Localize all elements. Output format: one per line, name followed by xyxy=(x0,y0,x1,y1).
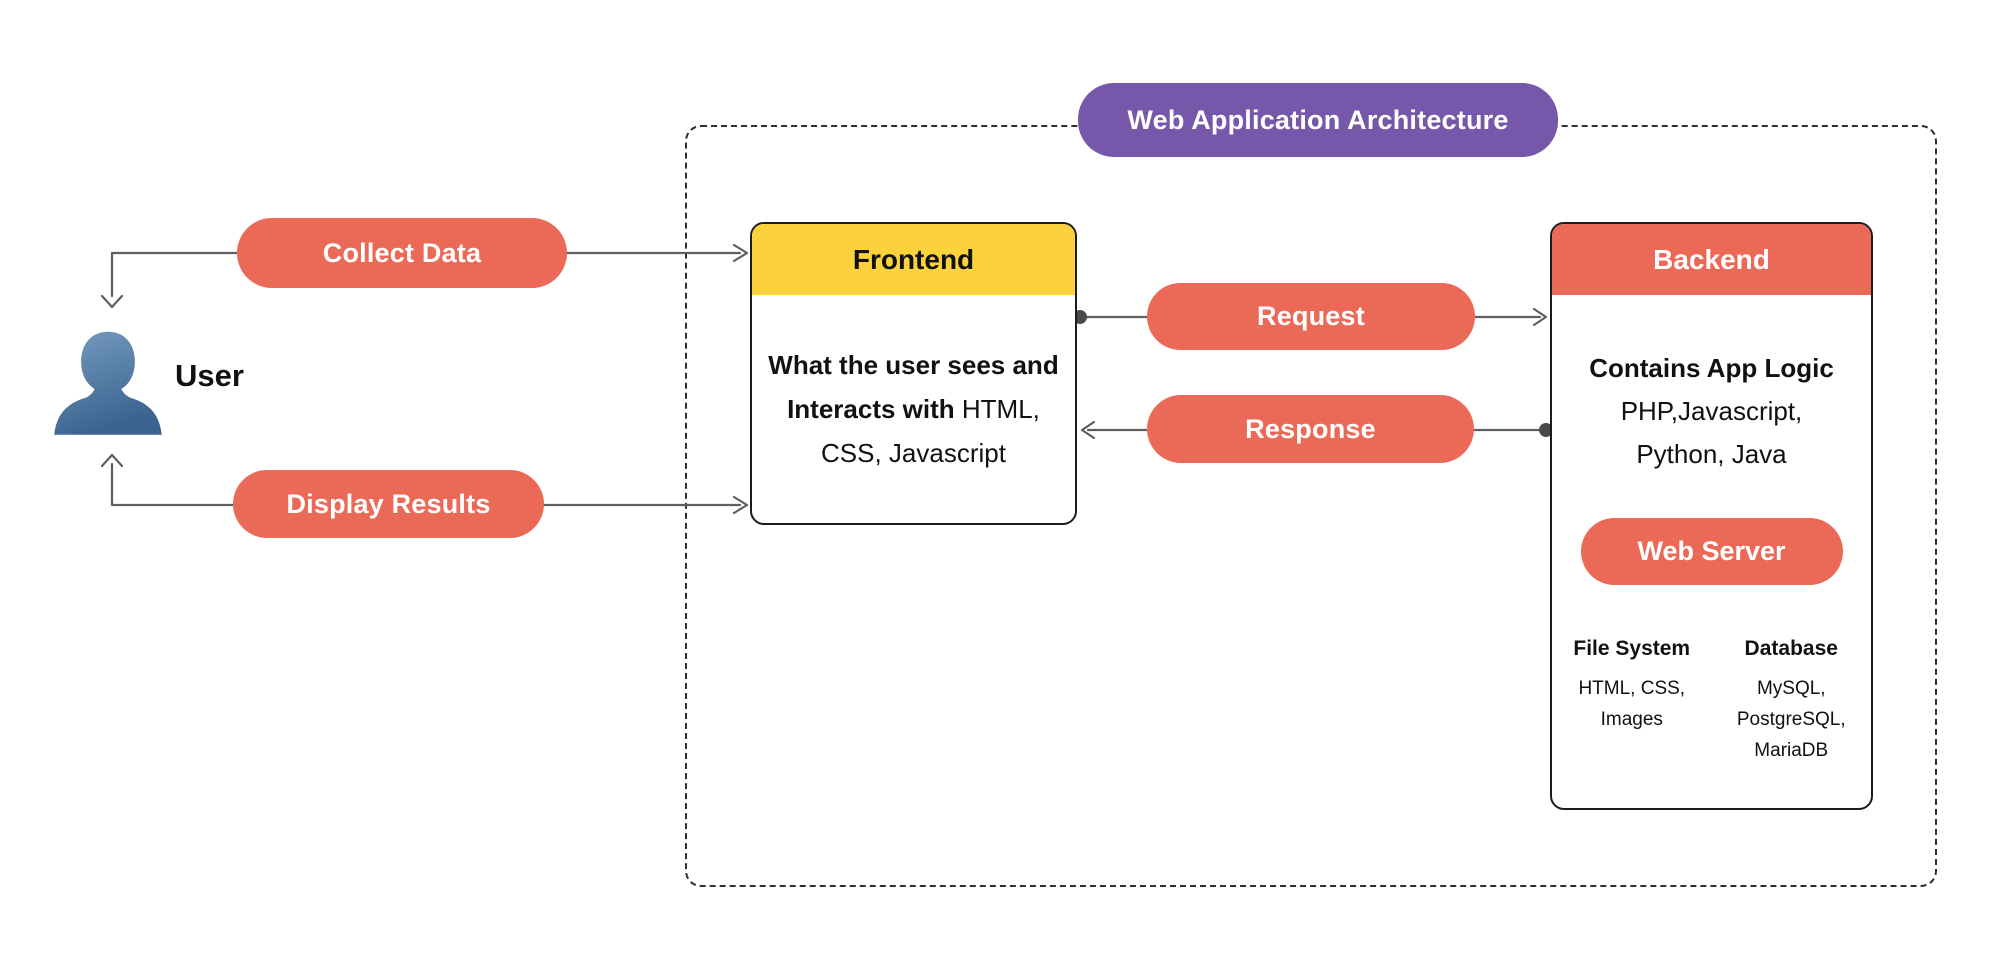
web-server-pill: Web Server xyxy=(1580,518,1843,585)
frontend-desc-line2-bold: Interacts with xyxy=(787,394,955,424)
backend-title: Backend xyxy=(1653,243,1770,275)
arrow-right-icon xyxy=(732,495,749,515)
frontend-header: Frontend xyxy=(752,224,1075,295)
display-results-label: Display Results xyxy=(286,488,491,519)
web-server-label: Web Server xyxy=(1637,536,1786,566)
file-system-column: File System HTML, CSS, Images xyxy=(1552,637,1712,766)
file-system-heading: File System xyxy=(1573,637,1691,660)
diagram-title: Web Application Architecture xyxy=(1127,104,1509,135)
arrow-right-icon xyxy=(732,243,749,263)
database-line2: PostgreSQL, xyxy=(1736,709,1846,730)
file-system-line1: HTML, CSS, xyxy=(1578,678,1686,699)
display-results-pill: Display Results xyxy=(233,470,544,538)
backend-body: Contains App Logic PHP,Javascript, Pytho… xyxy=(1552,295,1871,808)
response-pill: Response xyxy=(1147,395,1474,463)
backend-logic-block: Contains App Logic PHP,Javascript, Pytho… xyxy=(1589,347,1834,476)
backend-storage-row: File System HTML, CSS, Images Database M… xyxy=(1552,637,1871,766)
user-label: User xyxy=(175,358,244,393)
database-column: Database MySQL, PostgreSQL, MariaDB xyxy=(1712,637,1872,766)
frontend-description: What the user sees and Interacts with HT… xyxy=(752,295,1075,523)
database-line3: MariaDB xyxy=(1754,740,1829,761)
display-to-user-line xyxy=(110,462,235,507)
arrow-up-icon xyxy=(100,453,124,468)
frontend-title: Frontend xyxy=(852,243,975,275)
request-pill: Request xyxy=(1147,283,1475,350)
collect-to-user-line xyxy=(110,251,239,298)
file-system-line2: Images xyxy=(1600,709,1663,730)
collect-data-pill: Collect Data xyxy=(237,218,567,288)
diagram-title-pill: Web Application Architecture xyxy=(1078,83,1558,157)
frontend-desc-line3: CSS, Javascript xyxy=(821,438,1006,468)
arrow-right-icon xyxy=(1532,307,1548,327)
request-label: Request xyxy=(1257,301,1365,331)
arrow-down-icon xyxy=(100,294,124,309)
arrow-left-icon xyxy=(1080,420,1096,440)
backend-logic-heading: Contains App Logic xyxy=(1589,353,1834,383)
frontend-desc-line2-regular: HTML, xyxy=(954,394,1040,424)
backend-logic-line2: Python, Java xyxy=(1636,439,1787,469)
database-heading: Database xyxy=(1744,637,1838,660)
frontend-node: Frontend What the user sees and Interact… xyxy=(750,222,1077,525)
user-icon xyxy=(54,331,162,435)
response-origin-dot xyxy=(1539,423,1553,437)
backend-node: Backend Contains App Logic PHP,Javascrip… xyxy=(1550,222,1873,810)
backend-logic-line1: PHP,Javascript, xyxy=(1620,396,1803,426)
response-label: Response xyxy=(1245,413,1376,444)
backend-header: Backend xyxy=(1552,224,1871,295)
collect-data-label: Collect Data xyxy=(322,237,482,268)
frontend-desc-line1: What the user sees and xyxy=(768,350,1059,380)
database-line1: MySQL, xyxy=(1756,678,1826,699)
